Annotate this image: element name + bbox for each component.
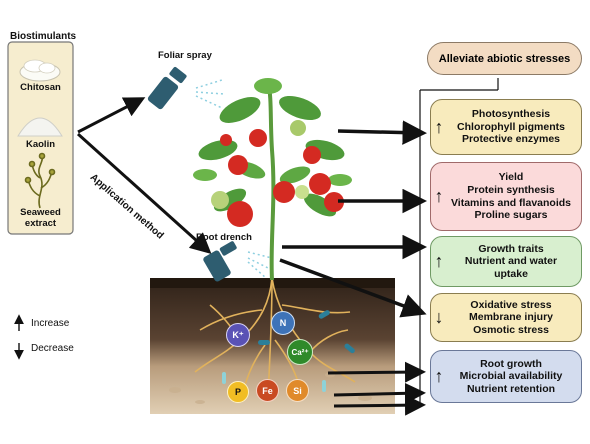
microbes [222, 310, 355, 392]
arrow-to-root-3 [333, 394, 426, 416]
phosphorus-ion: P [227, 381, 249, 403]
box-line: Photosynthesis [471, 108, 551, 121]
alleviate-header: Alleviate abiotic stresses [427, 42, 582, 75]
box-line: Protective enzymes [461, 133, 561, 146]
plant-stem [266, 79, 276, 281]
biostimulants-title: Biostimulants [10, 31, 77, 42]
kaolin-icon [17, 117, 63, 137]
box-line: Protein synthesis [467, 183, 555, 196]
arrow-to-photosynthesis [337, 120, 427, 145]
arrow-to-drench [76, 132, 212, 255]
nitrogen-ion: N [271, 311, 295, 335]
box-line: Chlorophyll pigments [457, 120, 565, 133]
box-line: Yield [498, 171, 524, 184]
arrow-to-root-2 [333, 382, 426, 404]
box-line: Oxidative stress [470, 298, 552, 311]
effect-box-root: ↑ Root growth Microbial availability Nut… [430, 350, 582, 403]
potassium-ion: K⁺ [226, 323, 250, 347]
calcium-ion: Ca²⁺ [287, 339, 313, 365]
foliar-spray-label: Foliar spray [158, 50, 212, 61]
increase-label: Increase [31, 318, 70, 329]
increase-arrow-icon: ↑ [434, 251, 444, 271]
box-line: Membrane injury [468, 311, 554, 324]
box-line: Nutrient and water [464, 255, 558, 268]
decrease-arrow-icon: ↓ [434, 307, 444, 327]
box-line: Nutrient retention [466, 382, 556, 395]
increase-arrow-icon: ↑ [434, 366, 444, 386]
arrow-to-foliar [77, 97, 146, 134]
chitosan-icon [19, 59, 61, 82]
silicon-ion: Si [286, 379, 309, 402]
tomatoes [211, 120, 344, 227]
iron-ion: Fe [256, 379, 279, 402]
box-line: Osmotic stress [473, 323, 549, 336]
box-line: Vitamins and flavanoids [450, 196, 571, 209]
box-line: Growth traits [478, 242, 544, 255]
box-line: uptake [494, 267, 528, 280]
arrow-to-root-1 [327, 361, 426, 383]
increase-arrow-icon: ↑ [434, 116, 444, 137]
increase-arrow-icon: ↑ [434, 186, 444, 206]
kaolin-label: Kaolin [25, 139, 56, 150]
effect-box-growth: ↑ Growth traits Nutrient and water uptak… [430, 236, 582, 287]
decrease-label: Decrease [31, 343, 74, 354]
seaweed-label: Seaweed [20, 207, 61, 218]
foliar-sprayer-icon [147, 66, 225, 110]
alleviate-header-text: Alleviate abiotic stresses [438, 52, 571, 65]
effect-box-yield: ↑ Yield Protein synthesis Vitamins and f… [430, 162, 582, 231]
box-line: Microbial availability [459, 370, 563, 383]
chitosan-label: Chitosan [20, 82, 61, 93]
arrow-to-oxidative [279, 258, 427, 318]
extract-label: extract [24, 218, 57, 229]
box-line: Proline sugars [474, 209, 548, 222]
effect-box-oxidative: ↓ Oxidative stress Membrane injury Osmot… [430, 293, 582, 342]
root-drench-sprayer-icon [203, 241, 273, 282]
root-drench-label: Root drench [196, 232, 252, 243]
effect-box-photosynthesis: ↑ Photosynthesis Chlorophyll pigments Pr… [430, 99, 582, 155]
box-line: Root growth [480, 357, 542, 370]
biostimulants-panel [7, 41, 74, 235]
seaweed-icon [24, 152, 56, 209]
